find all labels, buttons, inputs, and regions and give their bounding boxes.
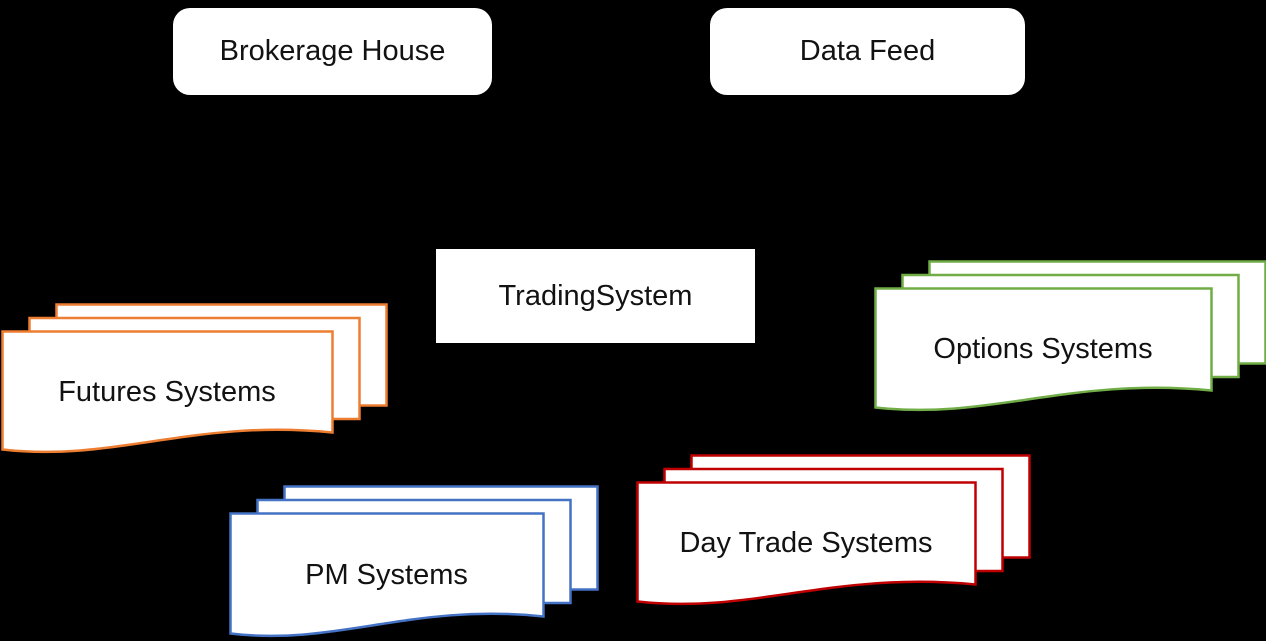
node-data-feed: Data Feed: [710, 8, 1025, 95]
docstack-options-systems: Options Systems: [873, 259, 1266, 423]
multi-document-shape: [873, 259, 1266, 411]
docstack-label: PM Systems: [305, 558, 468, 591]
docstack-label: Day Trade Systems: [679, 527, 933, 559]
docstack-label: Options Systems: [933, 333, 1153, 365]
node-brokerage-house: Brokerage House: [173, 8, 492, 95]
document-sheet-front: [0, 329, 334, 453]
multi-document-shape: [228, 484, 599, 637]
document-sheet-front: [635, 480, 977, 605]
document-sheet-front: [228, 511, 545, 637]
docstack-day-trade-systems: Day Trade Systems: [635, 453, 1034, 617]
multi-document-shape: [0, 302, 388, 453]
node-label: TradingSystem: [498, 279, 693, 312]
multi-document-shape: [635, 453, 1031, 605]
node-label: Data Feed: [799, 35, 936, 67]
docstack-futures-systems: Futures Systems: [0, 302, 391, 465]
docstack-label: Futures Systems: [58, 375, 276, 408]
node-trading-system: TradingSystem: [436, 249, 755, 343]
docstack-pm-systems: PM Systems: [228, 484, 602, 641]
document-sheet-front: [873, 286, 1213, 411]
node-label: Brokerage House: [219, 35, 446, 67]
